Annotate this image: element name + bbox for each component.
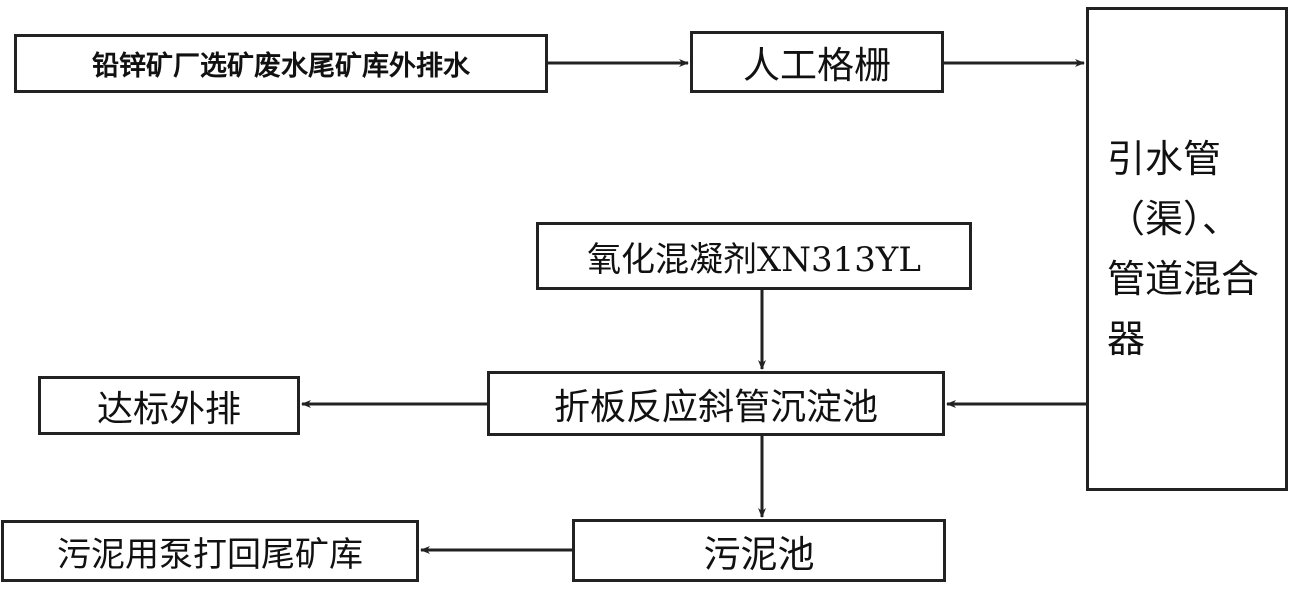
discharge-label: 达标外排 <box>96 388 241 430</box>
sludge-pool-label: 污泥池 <box>703 532 815 576</box>
coagulant-label: 氧化混凝剂XN313YL <box>587 239 921 280</box>
pipe-mixer-label: 引水管（渠）、管道混合器 <box>1107 137 1260 361</box>
coagulant-box: 氧化混凝剂XN313YL <box>536 222 972 290</box>
sludge-pool-box: 污泥池 <box>572 519 946 582</box>
settling-tank-label: 折板反应斜管沉淀池 <box>553 386 878 428</box>
manual-screen-label: 人工格栅 <box>743 44 891 87</box>
sludge-return-label: 污泥用泵打回尾矿库 <box>57 534 363 575</box>
settling-tank-box: 折板反应斜管沉淀池 <box>487 371 945 436</box>
source-wastewater-label: 铅锌矿厂选矿废水尾矿库外排水 <box>92 51 470 82</box>
sludge-return-box: 污泥用泵打回尾矿库 <box>1 520 419 582</box>
source-wastewater-box: 铅锌矿厂选矿废水尾矿库外排水 <box>14 34 548 93</box>
discharge-box: 达标外排 <box>38 376 300 435</box>
pipe-mixer-box: 引水管（渠）、管道混合器 <box>1086 7 1288 491</box>
manual-screen-box: 人工格栅 <box>690 31 944 93</box>
